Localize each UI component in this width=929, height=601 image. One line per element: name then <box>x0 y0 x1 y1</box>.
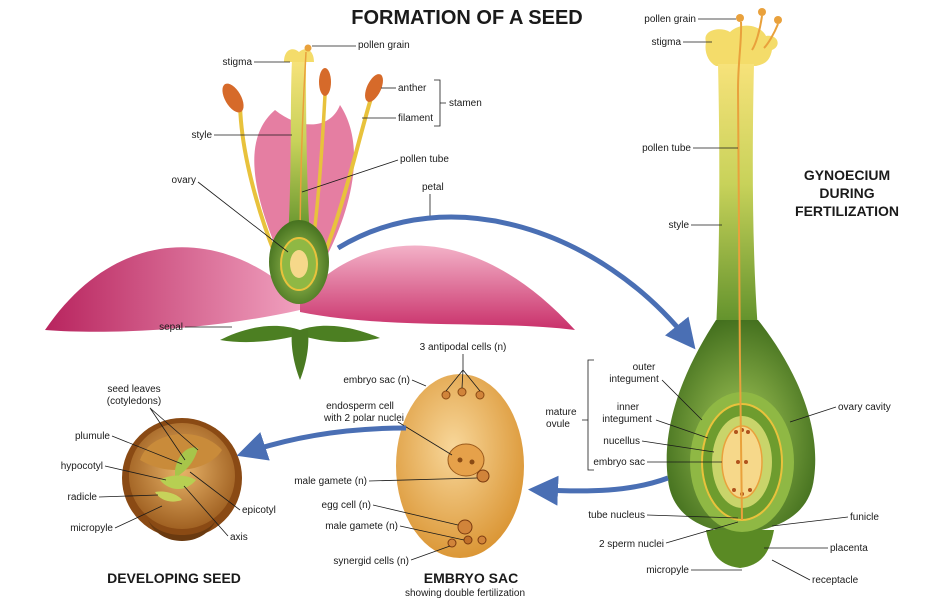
label-hypocotyl: hypocotyl <box>61 461 103 472</box>
gyn-stigma <box>705 25 778 66</box>
label-gyn-pollen-grain: pollen grain <box>644 14 696 25</box>
seed-labels: seed leaves (cotyledons) plumule hypocot… <box>61 384 276 543</box>
endosperm-cell <box>447 443 485 477</box>
label-style: style <box>191 130 212 141</box>
diagram-title: FORMATION OF A SEED <box>351 7 582 29</box>
label-embryo-sac-n: embryo sac (n) <box>343 375 410 386</box>
arrow-flower-to-gynoecium <box>336 214 696 350</box>
synergid-cell-2 <box>477 535 487 545</box>
label-anther: anther <box>398 83 427 94</box>
seed-hypocotyl <box>160 475 196 489</box>
seed-base <box>148 520 216 541</box>
arrow-gynoecium-to-embryo-sac <box>528 475 669 506</box>
antipodal-cell-3 <box>475 390 485 400</box>
label-receptacle: receptacle <box>812 575 859 586</box>
petal-right <box>300 245 575 330</box>
flower-style <box>288 60 310 240</box>
heading-gynoecium-1: GYNOECIUM <box>804 167 890 183</box>
anther-right <box>365 74 383 102</box>
label-endosperm-2: with 2 polar nuclei <box>323 413 404 424</box>
petal-left <box>45 247 300 332</box>
synergid-cell-1 <box>447 538 457 548</box>
gyn-style <box>716 64 758 330</box>
label-sepal: sepal <box>159 322 183 333</box>
gyn-pollen-tube <box>736 21 743 521</box>
label-synergid: synergid cells (n) <box>333 556 409 567</box>
antipodal-cell-1 <box>441 390 451 400</box>
label-mature-ovule-1: mature <box>545 407 577 418</box>
label-gyn-stigma: stigma <box>652 37 682 48</box>
flower-ovule-inner <box>290 250 308 278</box>
label-outer-integument-2: integument <box>609 374 659 385</box>
label-antipodal: 3 antipodal cells (n) <box>420 342 507 353</box>
sepal-left <box>220 325 300 343</box>
flower-labels: stigma pollen grain anther filament stam… <box>159 40 482 333</box>
seed-plumule <box>175 447 198 478</box>
label-seed-micropyle: micropyle <box>70 523 113 534</box>
gyn-pollen-grain-3 <box>774 16 782 24</box>
anther-left <box>222 83 244 113</box>
heading-gynoecium-3: FERTILIZATION <box>795 203 899 219</box>
label-filament: filament <box>398 113 433 124</box>
label-nucellus: nucellus <box>603 436 640 447</box>
gynoecium-labels: pollen grain stigma pollen tube style ou… <box>545 14 890 586</box>
receptacle-stem <box>291 330 309 380</box>
sepal-right <box>300 325 380 342</box>
gyn-pollen-grain-1 <box>736 14 744 22</box>
heading-embryo-sac: EMBRYO SAC <box>424 570 518 586</box>
label-plumule: plumule <box>75 431 110 442</box>
label-axis: axis <box>230 532 248 543</box>
gyn-pollen-grain-2 <box>758 8 766 16</box>
developing-seed-illustration <box>122 418 242 541</box>
heading-embryo-sac-sub: showing double fertilization <box>405 588 525 599</box>
label-ovary-cavity: ovary cavity <box>838 402 891 413</box>
label-seed-leaves-2: (cotyledons) <box>107 396 161 407</box>
label-gyn-pollen-tube: pollen tube <box>642 143 691 154</box>
heading-developing-seed: DEVELOPING SEED <box>107 570 241 586</box>
label-pollen-grain: pollen grain <box>358 40 410 51</box>
label-stigma: stigma <box>223 57 253 68</box>
antipodal-cell-2 <box>457 387 467 397</box>
flower-illustration <box>45 44 575 380</box>
label-placenta: placenta <box>830 543 868 554</box>
anther-mid <box>319 68 331 96</box>
label-petal: petal <box>422 182 444 193</box>
label-gyn-micropyle: micropyle <box>646 565 689 576</box>
gyn-base <box>706 530 774 568</box>
label-inner-integument-1: inner <box>617 402 640 413</box>
label-radicle: radicle <box>68 492 98 503</box>
label-stamen: stamen <box>449 98 482 109</box>
label-pollen-tube: pollen tube <box>400 154 449 165</box>
label-egg-cell: egg cell (n) <box>322 500 371 511</box>
label-inner-integument-2: integument <box>602 414 652 425</box>
male-gamete-2 <box>463 535 473 545</box>
label-gyn-embryo-sac: embryo sac <box>593 457 645 468</box>
seed-radicle <box>155 491 182 502</box>
label-sperm-nuclei: 2 sperm nuclei <box>599 539 664 550</box>
arrow-embryo-sac-to-seed <box>236 425 407 461</box>
embryo-sac-illustration <box>396 374 524 558</box>
label-tube-nucleus: tube nucleus <box>588 510 645 521</box>
label-epicotyl: epicotyl <box>242 505 276 516</box>
gynoecium-illustration <box>666 8 816 568</box>
male-gamete-1 <box>476 469 490 483</box>
label-male-gamete-2: male gamete (n) <box>325 521 398 532</box>
label-male-gamete-1: male gamete (n) <box>294 476 367 487</box>
label-seed-leaves-1: seed leaves <box>107 384 160 395</box>
label-funicle: funicle <box>850 512 879 523</box>
heading-gynoecium-2: DURING <box>819 185 874 201</box>
embryo-sac-labels: 3 antipodal cells (n) embryo sac (n) end… <box>294 342 506 567</box>
label-gyn-style: style <box>668 220 689 231</box>
label-outer-integument-1: outer <box>633 362 656 373</box>
label-endosperm-1: endosperm cell <box>326 401 394 412</box>
egg-cell <box>457 519 473 535</box>
label-mature-ovule-2: ovule <box>546 419 570 430</box>
seed-cotyledon-back <box>140 433 222 471</box>
flower-pollen-grain <box>304 44 312 52</box>
label-ovary: ovary <box>172 175 196 186</box>
